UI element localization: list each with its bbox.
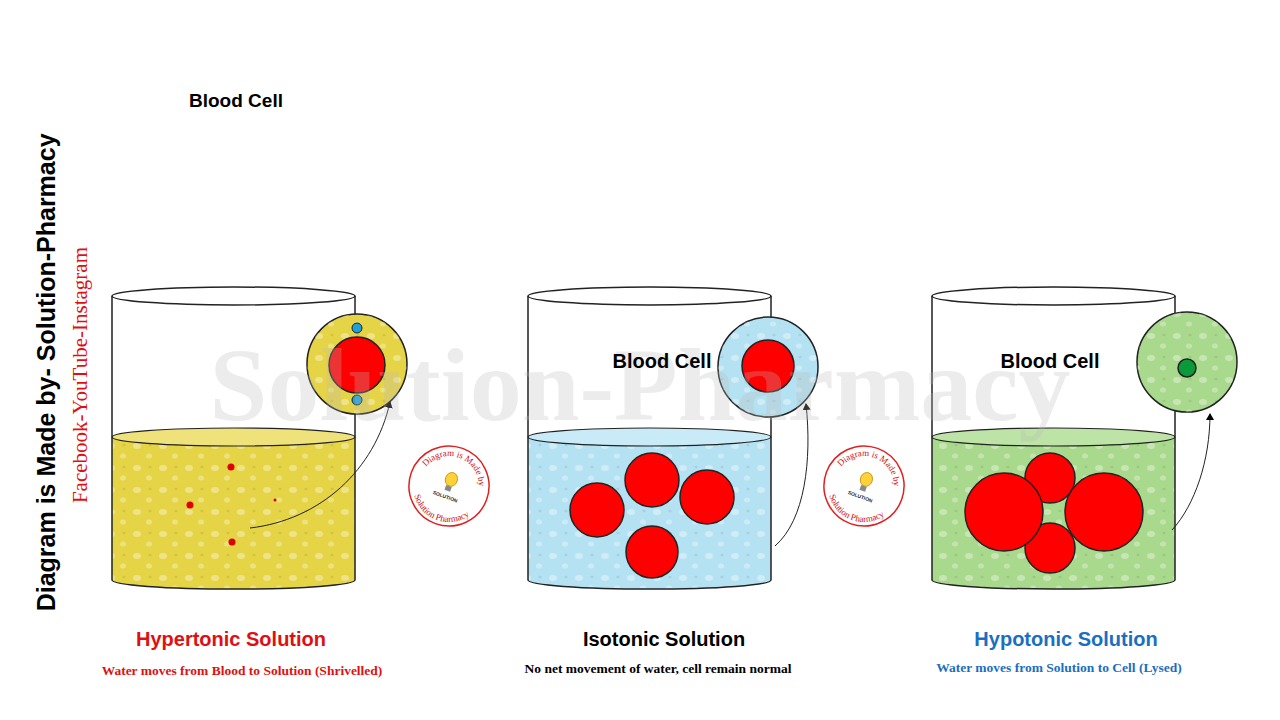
stamp <box>813 435 916 538</box>
stamp-text: Diagram is Made by <box>418 438 495 490</box>
beaker-hypertonic <box>112 287 407 589</box>
stamp-text: Diagram is Made by <box>418 438 495 490</box>
beaker-hypotonic <box>932 287 1237 589</box>
solution-title: Isotonic Solution <box>583 628 745 651</box>
stamp-text: Diagram is Made by <box>833 438 910 490</box>
stamp-text: Solution Pharmacy <box>407 490 473 533</box>
solution-note: Water moves from Blood to Solution (Shri… <box>102 663 383 679</box>
solution-note: No net movement of water, cell remain no… <box>525 661 792 677</box>
credit-vertical: Diagram is Made by- Solution-Pharmacy <box>32 133 61 611</box>
cell-label: Blood Cell <box>1001 350 1100 373</box>
solution-title: Hypertonic Solution <box>136 628 326 651</box>
solution-title: Hypotonic Solution <box>974 628 1157 651</box>
stamp-text: Diagram is Made by <box>833 438 910 490</box>
stamp-text: Solution Pharmacy <box>822 490 888 533</box>
solution-note: Water moves from Solution to Cell (Lysed… <box>936 660 1182 676</box>
stamp <box>398 435 501 538</box>
heading-label: Blood Cell <box>189 90 283 112</box>
stamp-text: Solution Pharmacy <box>822 490 888 533</box>
social-vertical: Facebook-YouTube-Instagram <box>68 247 92 503</box>
stamp-logo-text: SOLUTION <box>432 489 459 504</box>
beaker-isotonic <box>528 287 818 589</box>
stamp-text: Solution Pharmacy <box>407 490 473 533</box>
cell-label: Blood Cell <box>613 350 712 373</box>
watermark: Solution-Pharmacy <box>210 325 1071 445</box>
stamp-logo-text: SOLUTION <box>847 489 874 504</box>
